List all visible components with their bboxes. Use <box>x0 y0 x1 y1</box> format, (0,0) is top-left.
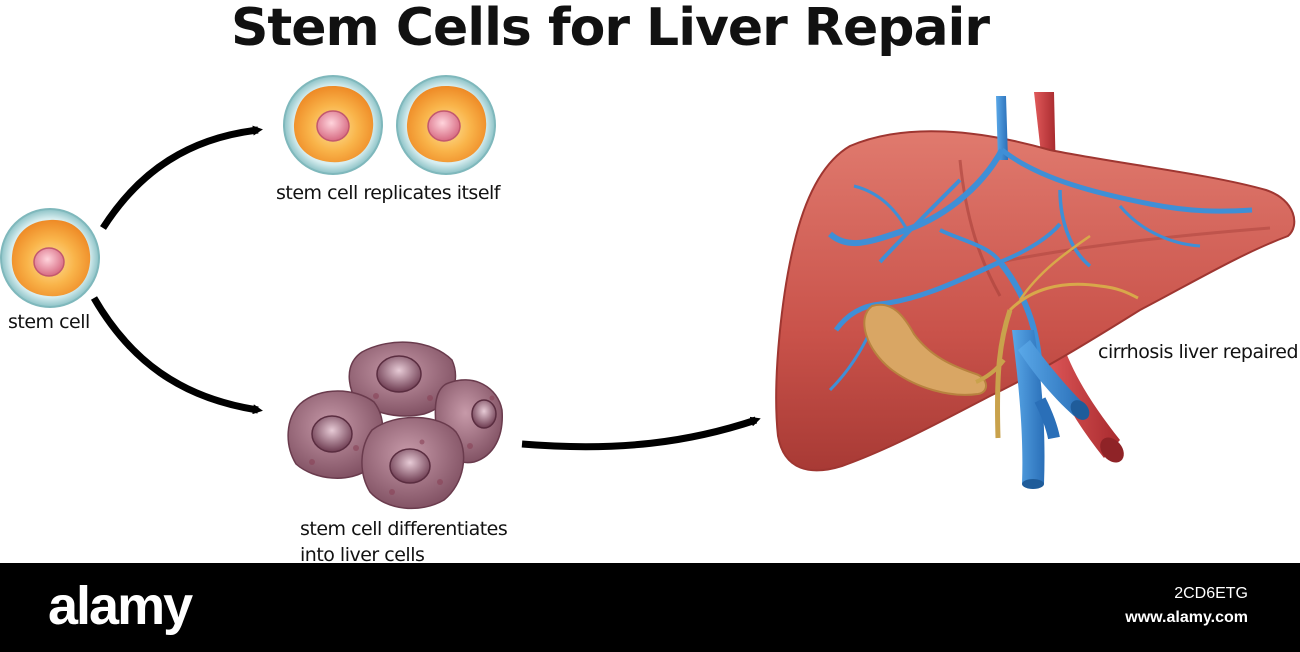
arrow-to-differentiation <box>90 296 263 415</box>
image-id: 2CD6ETG <box>1174 585 1248 602</box>
differentiates-label-line2: into liver cells <box>300 544 425 566</box>
replicates-label: stem cell replicates itself <box>276 182 500 204</box>
liver-label: cirrhosis liver repaired <box>1098 341 1299 363</box>
arrow-to-replication <box>100 125 263 230</box>
page-title: Stem Cells for Liver Repair <box>230 0 990 58</box>
differentiates-label-line1: stem cell differentiates <box>300 518 508 540</box>
liver-cells-cluster <box>287 341 503 510</box>
stem-cell-illustration <box>0 208 100 308</box>
arrow-to-liver <box>521 416 761 451</box>
diagram-canvas <box>0 75 1296 510</box>
liver-illustration <box>775 92 1296 489</box>
diagram: Stem Cells for Liver Repair <box>0 0 1299 566</box>
stem-cell-label: stem cell <box>8 311 90 333</box>
replicated-cell-left <box>283 75 383 175</box>
brand-logo: alamy <box>48 576 193 636</box>
replicated-cell-right <box>396 75 496 175</box>
footer-bar: alamy 2CD6ETG www.alamy.com <box>0 563 1300 652</box>
site-url: www.alamy.com <box>1125 609 1248 626</box>
